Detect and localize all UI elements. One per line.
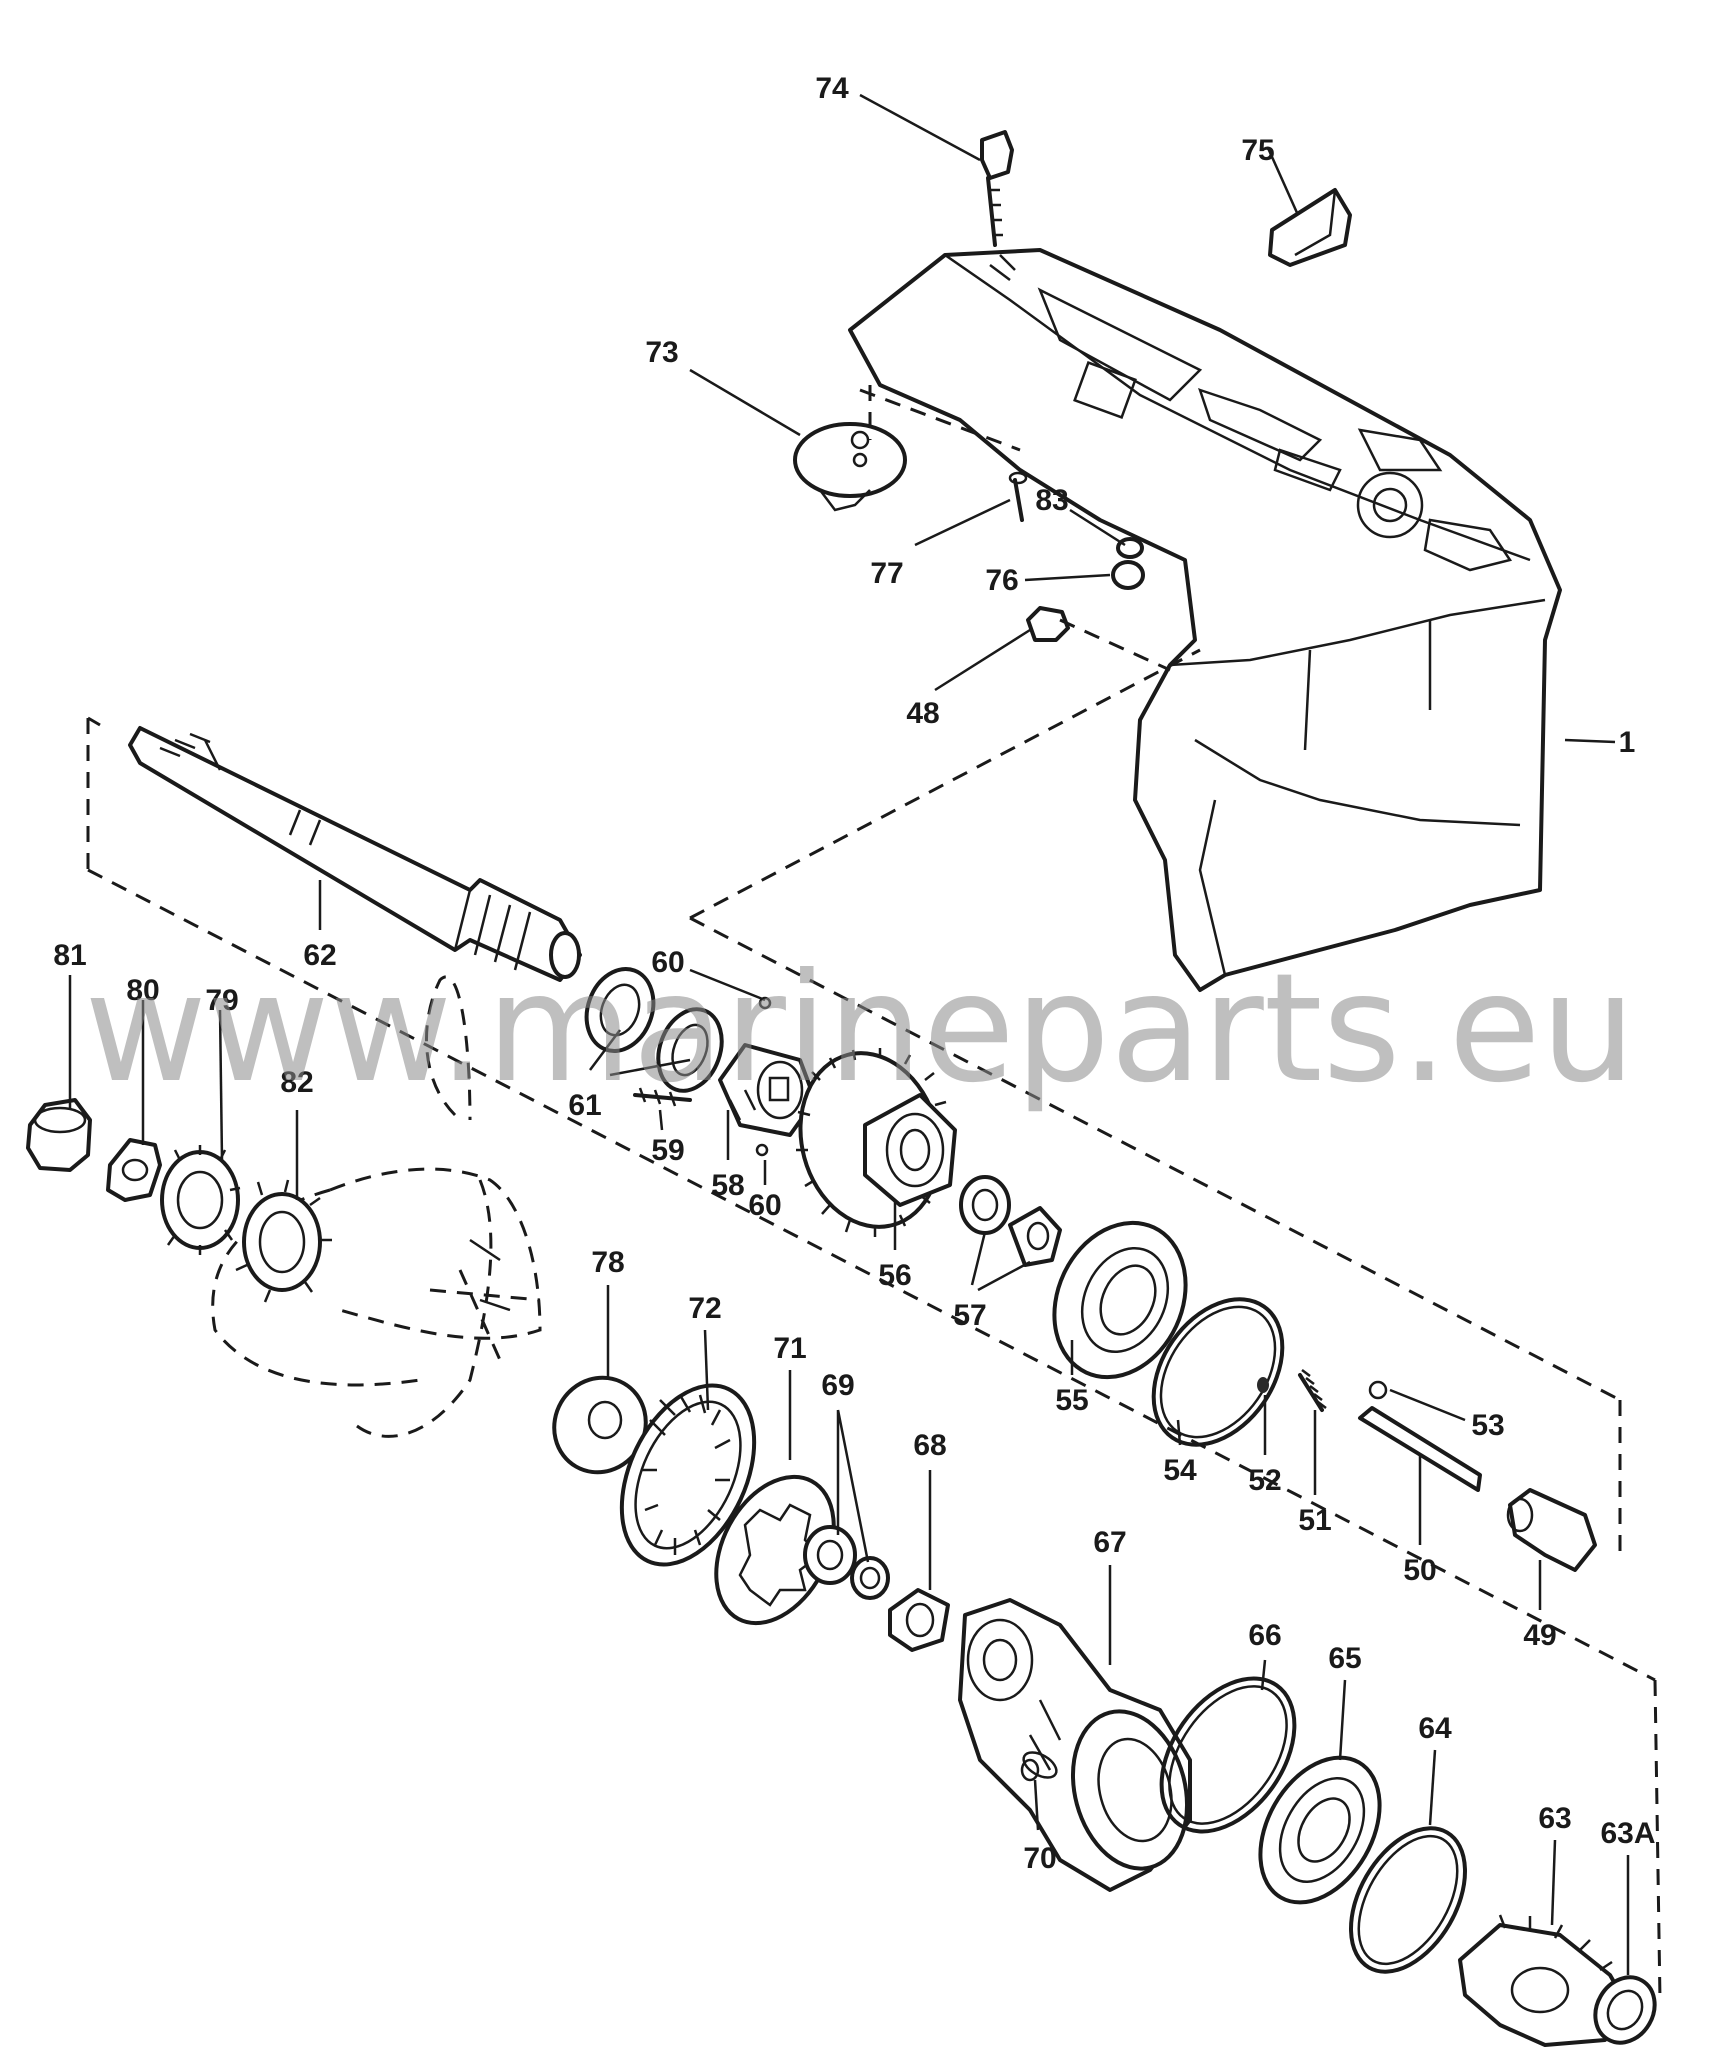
callout-71: 71 bbox=[773, 1332, 806, 1365]
callout-70: 70 bbox=[1023, 1842, 1056, 1875]
callout-72: 72 bbox=[688, 1292, 721, 1325]
callout-64: 64 bbox=[1418, 1712, 1452, 1745]
callout-79: 79 bbox=[205, 984, 238, 1017]
bearing-carrier-parts bbox=[552, 1375, 950, 1652]
forward-bearings bbox=[959, 1175, 1188, 1380]
callout-78: 78 bbox=[591, 1246, 624, 1279]
callout-63: 63 bbox=[1538, 1802, 1571, 1835]
clutch-assembly bbox=[584, 967, 817, 1157]
callout-54: 54 bbox=[1163, 1454, 1197, 1487]
rear-seals-and-gear bbox=[1159, 1676, 1657, 2047]
callout-74: 74 bbox=[815, 72, 849, 105]
callout-labels: 74 75 73 83 77 76 48 1 62 81 80 79 82 60… bbox=[53, 72, 1655, 1875]
shift-components bbox=[1151, 1297, 1597, 1572]
assembly-guide-lines bbox=[86, 385, 1662, 2001]
callout-73: 73 bbox=[645, 336, 678, 369]
callout-60-top: 60 bbox=[651, 946, 684, 979]
callout-68: 68 bbox=[913, 1429, 946, 1462]
bearing-carrier bbox=[958, 1598, 1192, 1892]
watermark-text: www.marineparts.eu bbox=[84, 942, 1636, 1116]
callout-57: 57 bbox=[953, 1299, 986, 1332]
callout-53: 53 bbox=[1471, 1409, 1504, 1442]
top-hardware bbox=[793, 130, 1352, 642]
callout-62: 62 bbox=[303, 939, 336, 972]
callout-67: 67 bbox=[1093, 1526, 1126, 1559]
prop-nut-hardware bbox=[26, 1098, 332, 1303]
callout-51: 51 bbox=[1298, 1504, 1331, 1537]
callout-63a: 63A bbox=[1600, 1817, 1655, 1850]
callout-82: 82 bbox=[280, 1066, 313, 1099]
callout-69: 69 bbox=[821, 1369, 854, 1402]
callout-52: 52 bbox=[1248, 1464, 1281, 1497]
callout-60-bottom: 60 bbox=[748, 1189, 781, 1222]
callout-56: 56 bbox=[878, 1259, 911, 1292]
callout-66: 66 bbox=[1248, 1619, 1281, 1652]
callout-83: 83 bbox=[1035, 484, 1068, 517]
callout-65: 65 bbox=[1328, 1642, 1361, 1675]
leader-lines bbox=[68, 93, 1630, 1975]
callout-75: 75 bbox=[1241, 134, 1274, 167]
forward-gear bbox=[796, 1048, 957, 1237]
callout-77: 77 bbox=[870, 557, 903, 590]
callout-55: 55 bbox=[1055, 1384, 1088, 1417]
gear-housing bbox=[848, 248, 1562, 992]
callout-58: 58 bbox=[711, 1169, 744, 1202]
callout-59: 59 bbox=[651, 1134, 684, 1167]
callout-50: 50 bbox=[1403, 1554, 1436, 1587]
callout-76: 76 bbox=[985, 564, 1018, 597]
callout-81: 81 bbox=[53, 939, 86, 972]
propeller-shaft bbox=[128, 726, 582, 982]
callout-49: 49 bbox=[1523, 1619, 1556, 1652]
callout-1: 1 bbox=[1619, 726, 1636, 759]
callout-80: 80 bbox=[126, 974, 159, 1007]
callout-48: 48 bbox=[906, 697, 939, 730]
callout-61: 61 bbox=[568, 1089, 601, 1122]
